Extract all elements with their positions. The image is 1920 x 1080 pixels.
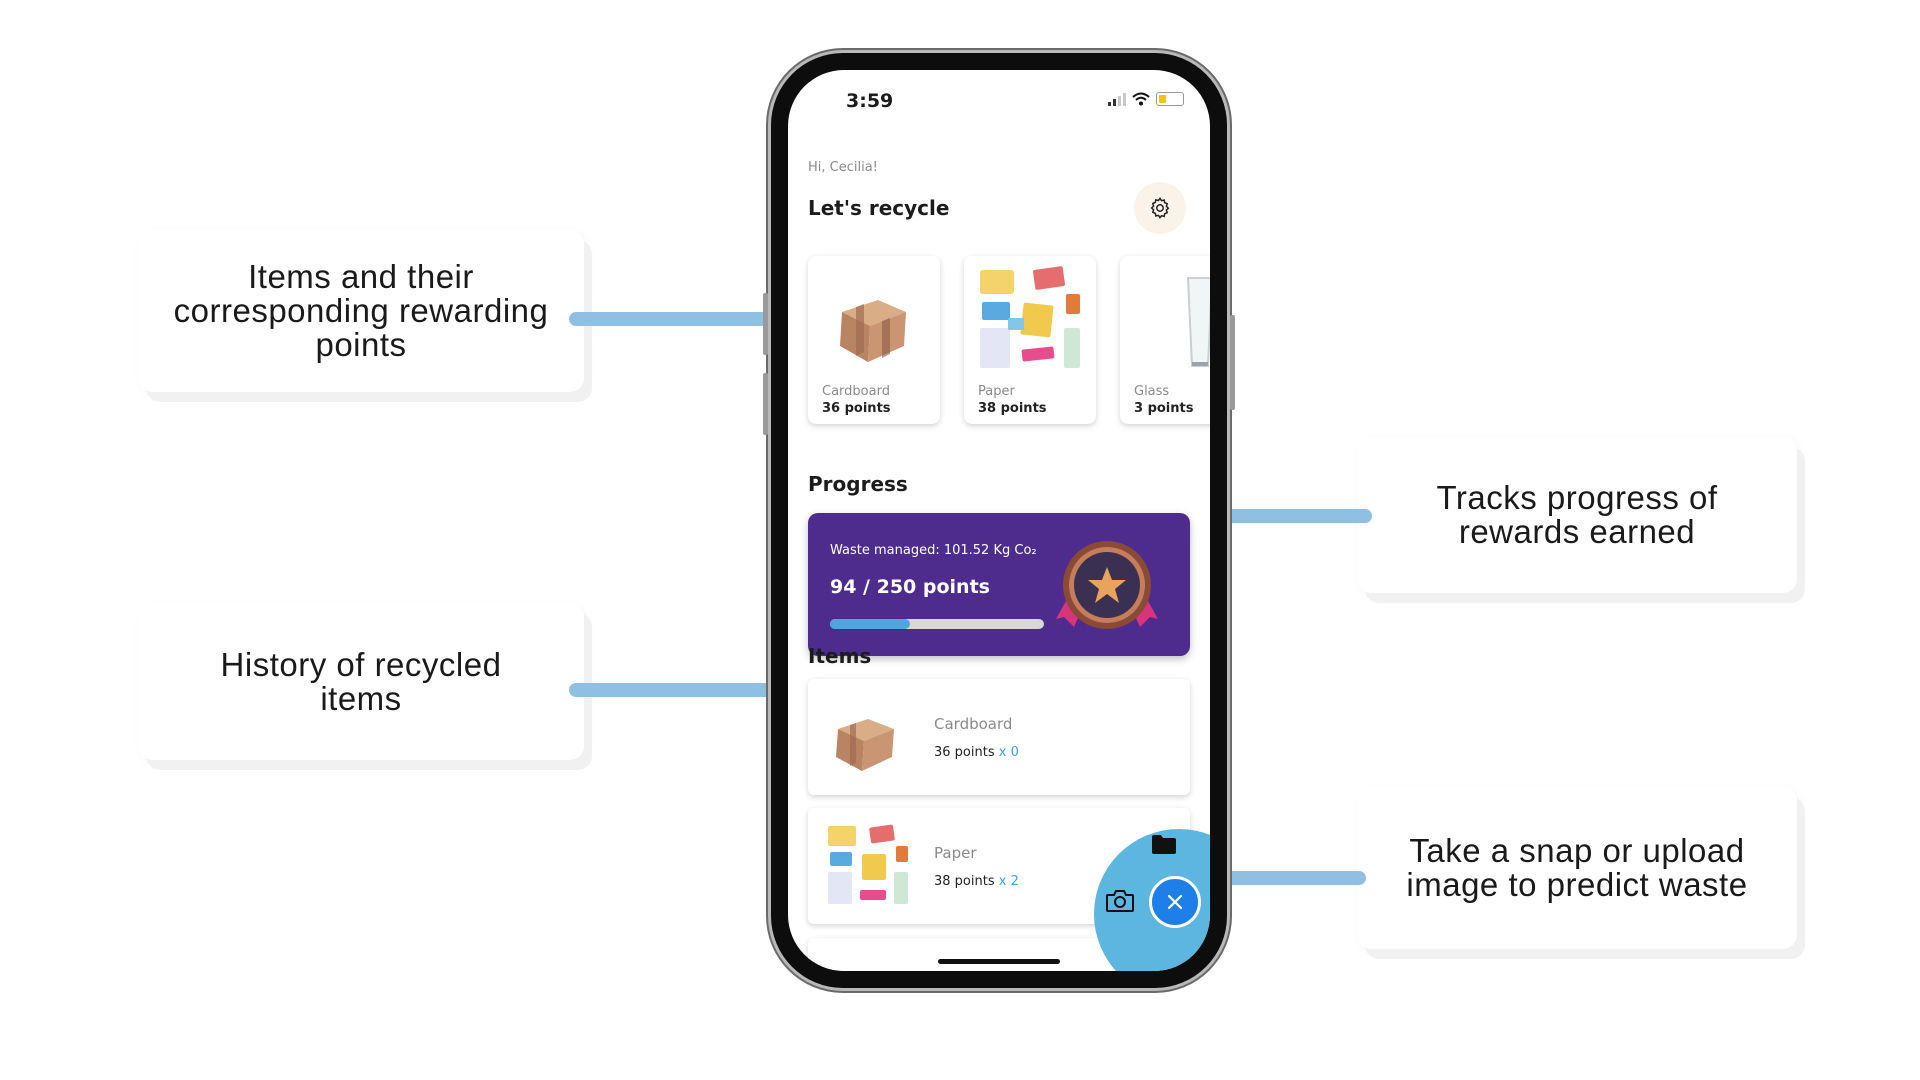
callout-line: Take a snap or upload	[1409, 832, 1745, 869]
callout-line: Items and their	[248, 258, 474, 295]
callout-line: rewards earned	[1458, 513, 1696, 550]
item-points-value: 38 points	[934, 874, 995, 889]
callout-snap: Take a snap or upload image to predict w…	[1357, 787, 1797, 949]
category-list: Cardboard 36 points Paper 38 points	[808, 256, 1210, 424]
glass-icon	[1186, 277, 1210, 367]
cardboard-box-icon	[836, 719, 894, 771]
items-title: Items	[808, 644, 872, 668]
connector-progress	[1192, 509, 1372, 523]
status-time: 3:59	[846, 90, 894, 112]
connector-items-points	[569, 312, 819, 326]
callout-line: items	[320, 679, 402, 717]
power-button	[1230, 315, 1235, 410]
points-total: 94 / 250 points	[830, 576, 990, 598]
category-points: 3 points	[1134, 401, 1194, 416]
gear-icon	[1150, 197, 1170, 219]
progress-title: Progress	[808, 472, 908, 496]
callout-line: image to predict waste	[1406, 866, 1748, 903]
cardboard-box-icon	[840, 300, 906, 362]
item-count: x 2	[998, 874, 1019, 889]
category-card-cardboard[interactable]: Cardboard 36 points	[808, 256, 940, 424]
progress-bar	[830, 619, 1044, 629]
category-name: Cardboard	[822, 384, 890, 399]
progress-card: Waste managed: 101.52 Kg Co₂ 94 / 250 po…	[808, 513, 1190, 656]
item-count: x 0	[998, 745, 1019, 760]
item-points: 36 points x 0	[934, 745, 1019, 760]
category-name: Glass	[1134, 384, 1170, 399]
camera-icon[interactable]	[1105, 888, 1135, 914]
item-points: 38 points x 2	[934, 874, 1019, 889]
category-card-glass[interactable]: Glass 3 points	[1120, 256, 1210, 424]
progress-bar-fill	[830, 619, 911, 629]
page-title: Let's recycle	[808, 196, 950, 220]
home-indicator	[938, 959, 1060, 964]
side-button	[763, 373, 768, 435]
battery-icon	[1156, 92, 1184, 106]
greeting-text: Hi, Cecilia!	[808, 160, 878, 175]
callout-line: History of recycled	[220, 645, 502, 683]
category-name: Paper	[978, 384, 1015, 399]
category-points: 36 points	[822, 401, 891, 416]
paper-notes-icon	[828, 824, 908, 904]
medal-star-icon	[1056, 541, 1158, 629]
list-item[interactable]: Cardboard 36 points x 0	[808, 679, 1190, 795]
callout-progress: Tracks progress of rewards earned	[1357, 437, 1797, 593]
category-points: 38 points	[978, 401, 1047, 416]
settings-button[interactable]	[1134, 182, 1186, 234]
signal-icon	[1108, 92, 1126, 106]
connector-history	[569, 683, 819, 697]
status-icons	[1108, 92, 1184, 106]
wifi-icon	[1132, 92, 1150, 106]
callout-line: Tracks progress of	[1436, 479, 1718, 516]
callout-line: points	[315, 326, 407, 363]
callout-items-points: Items and their corresponding rewarding …	[138, 230, 584, 392]
item-points-value: 36 points	[934, 745, 995, 760]
category-card-paper[interactable]: Paper 38 points	[964, 256, 1096, 424]
callout-history: History of recycled items	[138, 603, 584, 760]
item-name: Cardboard	[934, 715, 1013, 733]
item-name: Paper	[934, 844, 977, 862]
app-screen: 3:59 Hi, Cecilia! Let's recycle	[788, 70, 1210, 971]
paper-notes-icon	[980, 266, 1080, 368]
callout-line: corresponding rewarding	[173, 292, 549, 329]
phone-frame: 3:59 Hi, Cecilia! Let's recycle	[763, 53, 1235, 988]
side-button	[763, 293, 768, 355]
close-fab-button[interactable]	[1149, 876, 1201, 928]
waste-managed-text: Waste managed: 101.52 Kg Co₂	[830, 543, 1037, 558]
connector-snap	[1216, 871, 1366, 885]
folder-icon[interactable]	[1151, 833, 1177, 855]
close-icon	[1167, 894, 1183, 910]
